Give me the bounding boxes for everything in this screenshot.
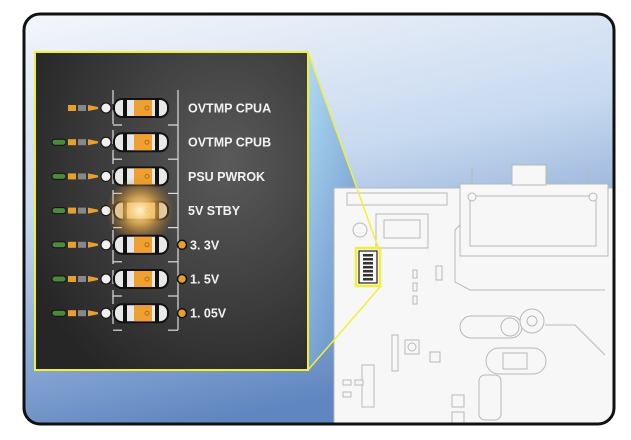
led-icon — [113, 132, 169, 153]
led-row: OVTMP CPUB — [51, 132, 271, 160]
test-point-icon — [176, 307, 188, 319]
led-label: PSU PWROK — [188, 170, 265, 184]
led-label: 1. 05V — [190, 307, 227, 321]
led-label: 1. 5V — [190, 273, 220, 287]
led-icon — [113, 234, 169, 255]
callout-line-top — [307, 51, 379, 248]
led-label: OVTMP CPUB — [188, 136, 271, 150]
led-lead-icon — [51, 239, 112, 251]
test-point-icon — [176, 239, 188, 251]
led-glow — [106, 176, 174, 245]
frame — [22, 12, 616, 426]
led-label: 5V STBY — [188, 204, 241, 218]
led-lead-icon — [51, 273, 112, 285]
led-list: OVTMP CPUA OVTMP CPUB PSU PWROK 5V STBY 3. 3… — [51, 90, 271, 331]
led-icon — [113, 98, 169, 118]
led-lead-icon — [51, 136, 112, 148]
led-lead-icon — [68, 102, 112, 114]
led-icon — [113, 303, 169, 324]
led-label: OVTMP CPUA — [188, 102, 271, 116]
led-lead-icon — [51, 307, 112, 319]
callout-line-bottom — [307, 286, 381, 371]
led-row: 3. 3V — [51, 234, 220, 263]
test-point-icon — [176, 273, 188, 285]
led-label: 3. 3V — [190, 238, 220, 252]
led-row: 5V STBY — [51, 176, 241, 245]
led-lead-icon — [51, 170, 112, 182]
led-row: 1. 5V — [51, 269, 220, 297]
led-row: 1. 05V — [51, 303, 227, 331]
led-row: OVTMP CPUA — [68, 98, 271, 126]
logic-board — [333, 164, 614, 424]
led-icon — [113, 269, 169, 289]
mini-led-strip — [363, 254, 373, 281]
